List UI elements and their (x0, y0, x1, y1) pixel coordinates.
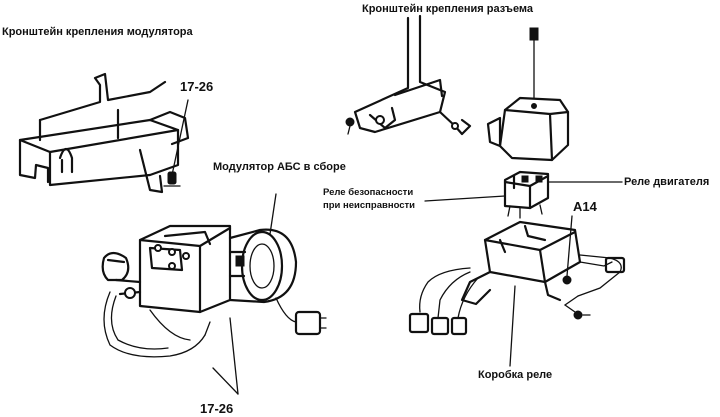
relay-with-screw-drawing (486, 27, 570, 162)
abs-modulator-drawing (101, 193, 327, 395)
torque-spec-bottom-label: 17-26 (200, 401, 234, 416)
engine-and-failsafe-relays-drawing (503, 170, 550, 219)
modulator-bracket-drawing (18, 72, 190, 194)
connector-bracket-label: Кронштейн крепления разъема (362, 3, 534, 15)
modulator-bracket-label: Кронштейн крепления модулятора (2, 26, 193, 38)
relay-box-label: Коробка реле (478, 369, 553, 381)
relay-box-drawing (408, 215, 626, 336)
failsafe-relay-label-line1: Реле безопасности (323, 187, 414, 198)
engine-relay-label: Реле двигателя (624, 176, 710, 188)
torque-spec-top-label: 17-26 (180, 79, 214, 94)
failsafe-relay-label-line2: при неисправности (323, 200, 416, 211)
connector-bracket-drawing (345, 14, 472, 136)
abs-modulator-label: Модулятор АБС в сборе (213, 161, 346, 173)
ground-point-label: A14 (573, 199, 597, 214)
